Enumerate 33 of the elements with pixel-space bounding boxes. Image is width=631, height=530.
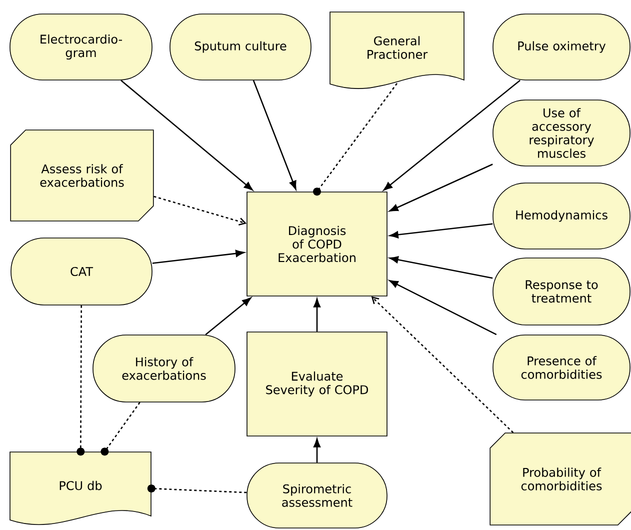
arrow bbox=[152, 250, 245, 264]
rounded-box: Sputum culture bbox=[170, 14, 312, 80]
arrow bbox=[313, 298, 321, 332]
arrow bbox=[383, 80, 520, 191]
arrow bbox=[389, 256, 493, 279]
arrow bbox=[389, 164, 493, 212]
cut-corner-box: Assess risk of exacerbations bbox=[10, 130, 154, 222]
arrow bbox=[389, 280, 497, 336]
dotted-connector bbox=[76, 305, 85, 456]
rounded-box: Presence of comorbidities bbox=[492, 334, 630, 400]
arrow bbox=[120, 80, 253, 190]
dotted-connector bbox=[313, 83, 398, 196]
rounded-box: Use of accessory respiratory muscles bbox=[492, 100, 630, 166]
rounded-box: Pulse oximetry bbox=[492, 14, 630, 80]
document-box: General Practioner bbox=[330, 12, 464, 89]
rounded-box: Spirometric assessment bbox=[246, 462, 388, 528]
dotted-connector bbox=[100, 402, 140, 456]
decision-box: Evaluate Severity of COPD bbox=[246, 332, 388, 436]
dotted-connector bbox=[371, 296, 514, 434]
rounded-box: Hemodynamics bbox=[492, 182, 630, 250]
decision-box: Diagnosis of COPD Exacerbation bbox=[246, 192, 388, 296]
rounded-box: Response to treatment bbox=[492, 258, 630, 326]
arrow bbox=[252, 80, 296, 190]
cut-corner-box: Probability of comorbidities bbox=[490, 432, 631, 526]
dotted-connector bbox=[154, 196, 247, 226]
document-box: PCU db bbox=[10, 452, 152, 525]
rounded-box: History of exacerbations bbox=[92, 334, 236, 402]
arrow bbox=[205, 298, 252, 336]
arrow bbox=[313, 438, 321, 463]
arrow bbox=[390, 223, 493, 238]
rounded-box: CAT bbox=[10, 238, 152, 306]
rounded-box: Electrocardio-gram bbox=[10, 14, 152, 80]
dotted-connector bbox=[147, 484, 247, 494]
